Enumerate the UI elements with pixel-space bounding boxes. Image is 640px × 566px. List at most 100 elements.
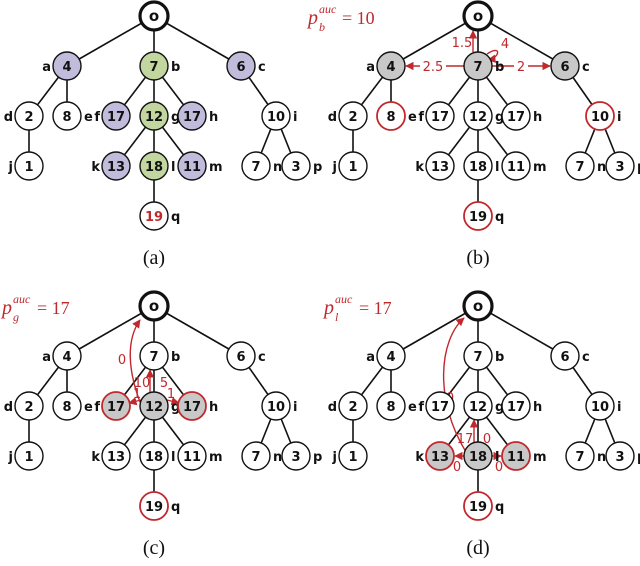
- panel-caption: (d): [466, 537, 489, 559]
- node-value: 12: [145, 110, 163, 125]
- node-value: 4: [62, 60, 71, 75]
- node-value: 6: [560, 60, 569, 75]
- price-sup: auc: [335, 292, 353, 306]
- tree-edge: [390, 15, 479, 67]
- node-value: 10: [267, 400, 285, 415]
- node-circle: [338, 391, 368, 421]
- edge-label-g-h: 1: [167, 387, 175, 402]
- node-value: 11: [507, 450, 525, 465]
- tree-node-f: 17 f: [418, 391, 455, 421]
- price-sup: auc: [319, 2, 337, 16]
- node-value: 19: [145, 500, 163, 515]
- node-label: m: [533, 450, 547, 465]
- node-circle: [139, 151, 169, 181]
- node-circle: [52, 341, 82, 371]
- panel-caption: (b): [466, 247, 489, 269]
- tree-node-o: o: [138, 290, 170, 322]
- node-circle: [425, 391, 455, 421]
- node-value: 11: [183, 160, 201, 175]
- tree-node-a: 4a: [42, 51, 82, 81]
- label-bg: [514, 58, 528, 74]
- node-label: b: [171, 350, 180, 365]
- edge-label-l-k: 0: [453, 460, 461, 475]
- node-circle: [585, 101, 615, 131]
- tree-node-f: 17f: [418, 101, 455, 131]
- node-label: b: [495, 350, 504, 365]
- tree-node-o: o: [462, 0, 494, 32]
- node-value: 18: [469, 450, 487, 465]
- tree-node-m: 11 m: [501, 441, 547, 471]
- node-label: q: [171, 210, 180, 225]
- node-value: 18: [145, 450, 163, 465]
- arrow-l-to-o: [442, 317, 467, 453]
- node-label: l: [495, 160, 499, 175]
- node-circle: [376, 341, 406, 371]
- node-value: 1: [24, 160, 33, 175]
- node-circle: [463, 391, 493, 421]
- node-value: 7: [473, 60, 482, 75]
- node-value: 2: [24, 400, 33, 415]
- tree-node-j: 1j: [332, 151, 368, 181]
- node-value: 12: [145, 400, 163, 415]
- node-label: b: [495, 60, 504, 75]
- node-value: 7: [251, 450, 260, 465]
- arrow-g-to-f: [128, 397, 142, 406]
- node-value: 11: [507, 160, 525, 175]
- node-circle: [501, 391, 531, 421]
- node-circle: [585, 391, 615, 421]
- node-label: k: [415, 160, 424, 175]
- node-circle: [425, 101, 455, 131]
- node-value: 1: [348, 160, 357, 175]
- node-circle: [101, 391, 131, 421]
- node-label: m: [209, 160, 223, 175]
- panel-d: 017000o4a7b6c2d8e17f12g17h10i1j13k18l11m…: [322, 290, 640, 559]
- node-label: p: [637, 450, 640, 465]
- node-value: 17: [431, 400, 449, 415]
- price-base: p: [306, 7, 318, 29]
- node-circle: [52, 391, 82, 421]
- node-label: j: [8, 450, 13, 465]
- arrow-g-to-h: [166, 397, 180, 406]
- node-circle: [177, 391, 207, 421]
- price-base: p: [0, 297, 12, 319]
- node-circle: [139, 51, 169, 81]
- node-value: 7: [251, 160, 260, 175]
- edge-label-l-g: 17: [457, 432, 474, 447]
- node-circle: [462, 290, 494, 322]
- price-label: p auc l = 17: [322, 292, 392, 324]
- node-circle: [338, 101, 368, 131]
- node-label: f: [418, 400, 424, 415]
- node-label: p: [637, 160, 640, 175]
- node-label: a: [42, 60, 51, 75]
- node-circle: [139, 201, 169, 231]
- price-eq: = 17: [359, 298, 392, 318]
- node-label: d: [328, 110, 337, 125]
- tree-node-p: 3p: [605, 441, 640, 471]
- node-circle: [261, 391, 291, 421]
- node-circle: [101, 441, 131, 471]
- node-label: d: [4, 110, 13, 125]
- node-value: 8: [62, 400, 71, 415]
- node-value: 19: [469, 210, 487, 225]
- tree-node-a: 4a: [366, 51, 406, 81]
- node-circle: [550, 51, 580, 81]
- node-circle: [605, 441, 635, 471]
- node-circle: [376, 51, 406, 81]
- node-circle: [565, 151, 595, 181]
- edge-label-l-g-2: 0: [483, 432, 491, 447]
- price-label: p auc b = 10: [306, 2, 375, 34]
- node-circle: [139, 341, 169, 371]
- node-value: 10: [267, 110, 285, 125]
